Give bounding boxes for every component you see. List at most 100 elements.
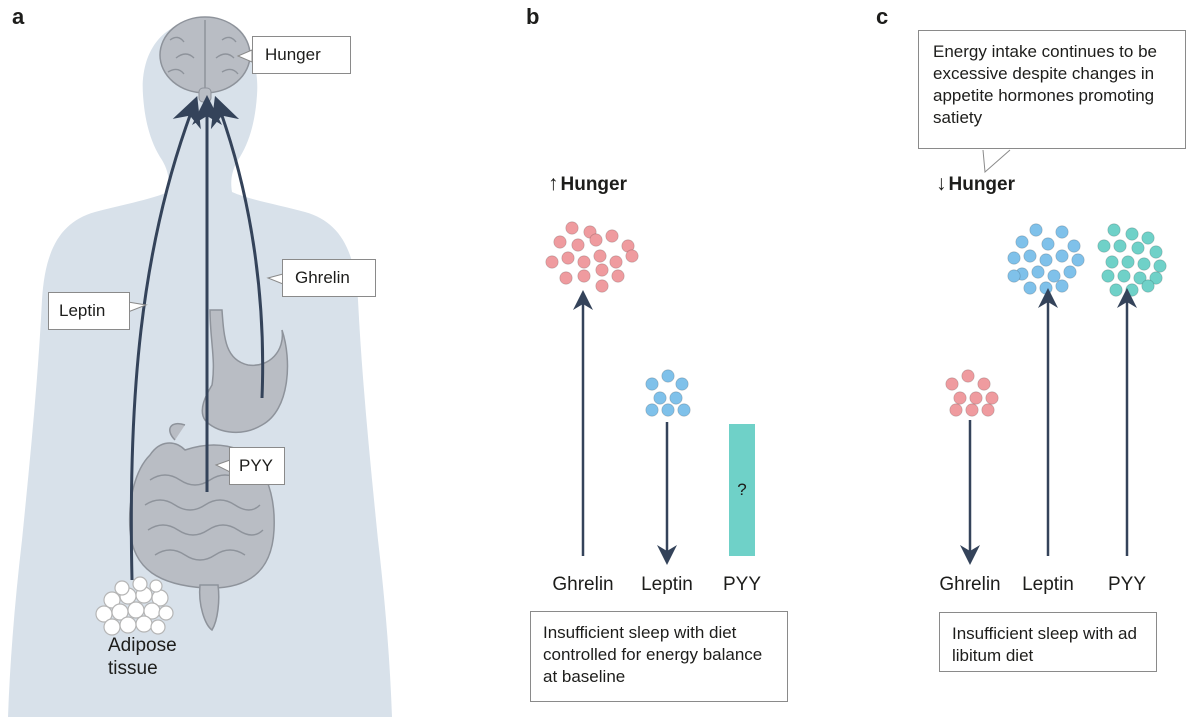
leptin-particle xyxy=(677,403,691,417)
ghrelin-particle xyxy=(577,255,591,269)
leptin-particle xyxy=(1031,265,1045,279)
ghrelin-particle xyxy=(611,269,625,283)
leptin-arrow xyxy=(129,95,201,581)
pyy-particle xyxy=(1107,223,1121,237)
c-callout-pointer xyxy=(982,149,1011,174)
leptin-particle xyxy=(1047,269,1061,283)
c-caption: Insufficient sleep with ad libitum diet xyxy=(939,612,1157,672)
b-pyy-label: PYY xyxy=(722,574,762,595)
leptin-particle xyxy=(645,377,659,391)
pyy-particle xyxy=(1141,279,1155,293)
pyy-particle xyxy=(1125,227,1139,241)
ghrelin-particle xyxy=(985,391,999,405)
leptin-particle xyxy=(1023,281,1037,295)
pyy-particle xyxy=(1121,255,1135,269)
leptin-particle xyxy=(1067,239,1081,253)
ghrelin-particle xyxy=(589,233,603,247)
leptin-particle xyxy=(1039,281,1053,295)
leptin-particle xyxy=(1039,253,1053,267)
c-pyy-cluster xyxy=(1097,223,1167,297)
leptin-particle xyxy=(1071,253,1085,267)
pyy-particle xyxy=(1141,231,1155,245)
ghrelin-particle xyxy=(565,221,579,235)
up-arrow-icon: ↑ xyxy=(548,172,559,195)
ghrelin-particle xyxy=(595,279,609,293)
pyy-label-a: PYY xyxy=(229,447,285,485)
pyy-particle xyxy=(1153,259,1167,273)
c-callout: Energy intake continues to be excessive … xyxy=(918,30,1186,149)
ghrelin-particle xyxy=(945,377,959,391)
ghrelin-particle xyxy=(553,235,567,249)
b-ghrelin-cluster xyxy=(545,221,639,293)
stomach-icon xyxy=(201,309,289,433)
panel-letter-a: a xyxy=(12,4,25,29)
leptin-particle xyxy=(1023,249,1037,263)
b-pyy-bar xyxy=(729,424,755,556)
pyy-particle xyxy=(1149,271,1163,285)
leptin-particle xyxy=(1029,223,1043,237)
pyy-particle xyxy=(1125,283,1139,297)
leptin-particle xyxy=(661,403,675,417)
leptin-particle xyxy=(669,391,683,405)
c-ghrelin-cluster xyxy=(945,369,999,417)
panel-letter-b: b xyxy=(526,4,540,29)
leptin-label: Leptin xyxy=(48,292,130,330)
pyy-particle xyxy=(1101,269,1115,283)
b-leptin-label: Leptin xyxy=(641,574,693,595)
ghrelin-particle xyxy=(605,229,619,243)
ghrelin-particle xyxy=(953,391,967,405)
down-arrow-icon: ↓ xyxy=(936,172,947,195)
ghrelin-particle xyxy=(571,238,585,252)
panel-letter-c: c xyxy=(876,4,889,29)
adipose-label-line2: tissue xyxy=(108,658,158,679)
hunger-label-a: Hunger xyxy=(252,36,351,74)
b-caption: Insufficient sleep with diet controlled … xyxy=(530,611,788,702)
b-leptin-cluster xyxy=(645,369,691,417)
ghrelin-particle xyxy=(961,369,975,383)
ghrelin-particle xyxy=(559,271,573,285)
pyy-particle xyxy=(1105,255,1119,269)
leptin-particle xyxy=(1007,269,1021,283)
ghrelin-label: Ghrelin xyxy=(282,259,376,297)
ghrelin-arrow xyxy=(210,95,265,399)
ghrelin-particle xyxy=(949,403,963,417)
ghrelin-particle xyxy=(977,377,991,391)
leptin-particle xyxy=(661,369,675,383)
ghrelin-particle xyxy=(577,269,591,283)
ghrelin-particle xyxy=(609,255,623,269)
c-pyy-label: PYY xyxy=(1107,574,1147,595)
leptin-particle xyxy=(1007,251,1021,265)
pyy-particle xyxy=(1113,239,1127,253)
b-hunger-label: Hunger xyxy=(560,174,628,195)
b-ghrelin-label: Ghrelin xyxy=(552,574,614,595)
pyy-particle xyxy=(1149,245,1163,259)
ghrelin-particle xyxy=(981,403,995,417)
leptin-particle xyxy=(1063,265,1077,279)
ghrelin-particle xyxy=(593,249,607,263)
leptin-particle xyxy=(675,377,689,391)
leptin-particle xyxy=(653,391,667,405)
pyy-particle xyxy=(1137,257,1151,271)
ghrelin-particle xyxy=(965,403,979,417)
body-silhouette xyxy=(8,20,392,717)
leptin-particle xyxy=(1055,279,1069,293)
ghrelin-particle xyxy=(625,249,639,263)
leptin-particle xyxy=(1055,249,1069,263)
leptin-particle xyxy=(1015,235,1029,249)
ghrelin-particle xyxy=(595,263,609,277)
c-leptin-cluster xyxy=(1007,223,1085,295)
adipose-label-line1: Adipose xyxy=(108,635,177,656)
c-leptin-label: Leptin xyxy=(1022,574,1074,595)
leptin-particle xyxy=(645,403,659,417)
c-ghrelin-label: Ghrelin xyxy=(939,574,1001,595)
pyy-particle xyxy=(1109,283,1123,297)
c-hunger-indicator: ↓Hunger xyxy=(936,172,1015,196)
leptin-particle xyxy=(1055,225,1069,239)
ghrelin-particle xyxy=(545,255,559,269)
ghrelin-particle xyxy=(969,391,983,405)
adipose-tissue-icon xyxy=(95,576,174,636)
pyy-particle xyxy=(1117,269,1131,283)
leptin-particle xyxy=(1041,237,1055,251)
